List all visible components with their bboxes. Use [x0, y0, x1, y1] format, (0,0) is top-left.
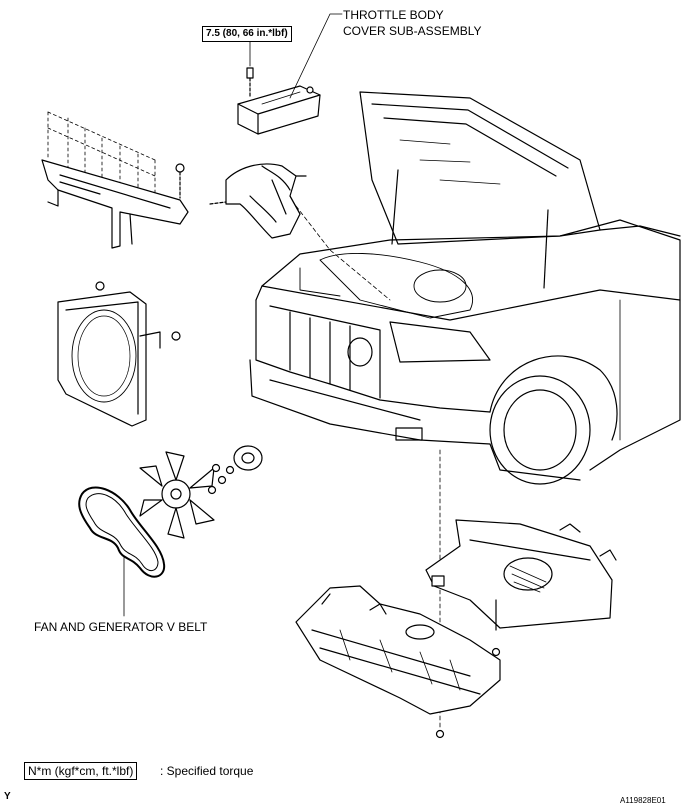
- throttle-label-line2: COVER SUB-ASSEMBLY: [343, 24, 482, 38]
- engine-under-cover-front: [295, 585, 501, 739]
- throttle-label-line1: THROTTLE BODY: [343, 8, 444, 22]
- fan-pulley: [233, 445, 263, 471]
- radiator-support-bracket: [41, 111, 189, 249]
- torque-spec-box: 7.5 (80, 66 in.*lbf): [202, 26, 292, 42]
- v-belt: [78, 486, 166, 578]
- footer-mark: Y: [4, 791, 11, 802]
- cooling-fan: [139, 451, 215, 539]
- air-intake-hose: [209, 163, 307, 239]
- cover-bolt: [246, 67, 254, 97]
- figure-id: A119828E01: [620, 796, 666, 805]
- vehicle-body: [249, 91, 681, 485]
- legend-description: : Specified torque: [160, 764, 254, 778]
- cover-clip: [306, 86, 314, 94]
- legend-unit-box: N*m (kgf*cm, ft.*lbf): [24, 762, 138, 780]
- throttle-leader: [289, 13, 343, 99]
- hose-leader: [295, 205, 391, 301]
- fan-shroud: [57, 281, 181, 427]
- fluid-coupling-nuts: [207, 463, 235, 495]
- fan-belt-label: FAN AND GENERATOR V BELT: [34, 620, 208, 634]
- engine-under-cover-rear: [425, 519, 617, 657]
- throttle-body-cover: [237, 85, 321, 135]
